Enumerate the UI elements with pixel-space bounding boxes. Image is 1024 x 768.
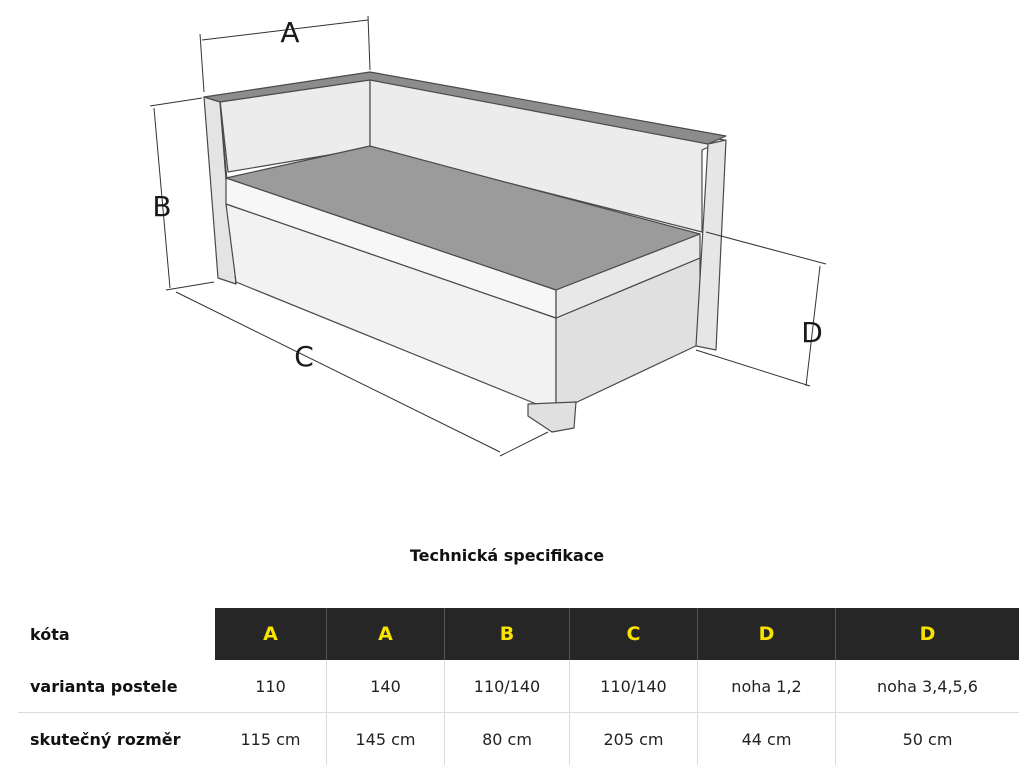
- row-header-kota: kóta: [30, 624, 70, 644]
- table-cell: 140: [326, 660, 445, 713]
- dimension-lines: [149, 15, 827, 457]
- table-row-varianta: varianta postele 110 140 110/140 110/140…: [18, 660, 1019, 713]
- table-cell: 110/140: [444, 660, 570, 713]
- bed-dimension-diagram: A B C D: [149, 15, 827, 457]
- table-row-rozmer: skutečný rozměr 115 cm 145 cm 80 cm 205 …: [18, 712, 1019, 765]
- header-cell: B: [444, 608, 570, 660]
- dimension-label-c: C: [294, 340, 314, 373]
- header-cell: A: [326, 608, 445, 660]
- header-cell: A: [215, 608, 327, 660]
- table-cell: 115 cm: [215, 712, 327, 765]
- spec-table: kóta A A B C D D varianta postele 110 14…: [18, 608, 1019, 765]
- dimension-label-a: A: [280, 16, 299, 49]
- header-cell: D: [835, 608, 1019, 660]
- table-cell: 110: [215, 660, 327, 713]
- side-panel-right: [695, 139, 727, 351]
- table-cell: 80 cm: [444, 712, 570, 765]
- table-cell: 50 cm: [902, 729, 953, 749]
- header-cell: C: [569, 608, 698, 660]
- row-header-rozmer: skutečný rozměr: [30, 729, 181, 749]
- header-cell: D: [697, 608, 836, 660]
- table-cell: noha 1,2: [697, 660, 836, 713]
- leg-front: [527, 401, 577, 433]
- row-header-varianta: varianta postele: [18, 660, 215, 713]
- spec-title: Technická specifikace: [409, 546, 605, 565]
- table-row-kota: kóta A A B C D D: [18, 608, 1019, 660]
- table-cell: 205 cm: [569, 712, 698, 765]
- table-cell: noha 3,4,5,6: [835, 660, 1019, 713]
- dimension-label-d: D: [801, 316, 823, 349]
- dimension-label-b: B: [152, 190, 171, 223]
- mattress-side: [555, 233, 701, 319]
- table-cell: 110/140: [569, 660, 698, 713]
- bed-drawing: [203, 71, 727, 433]
- table-cell: 145 cm: [326, 712, 445, 765]
- table-cell: 44 cm: [697, 712, 836, 765]
